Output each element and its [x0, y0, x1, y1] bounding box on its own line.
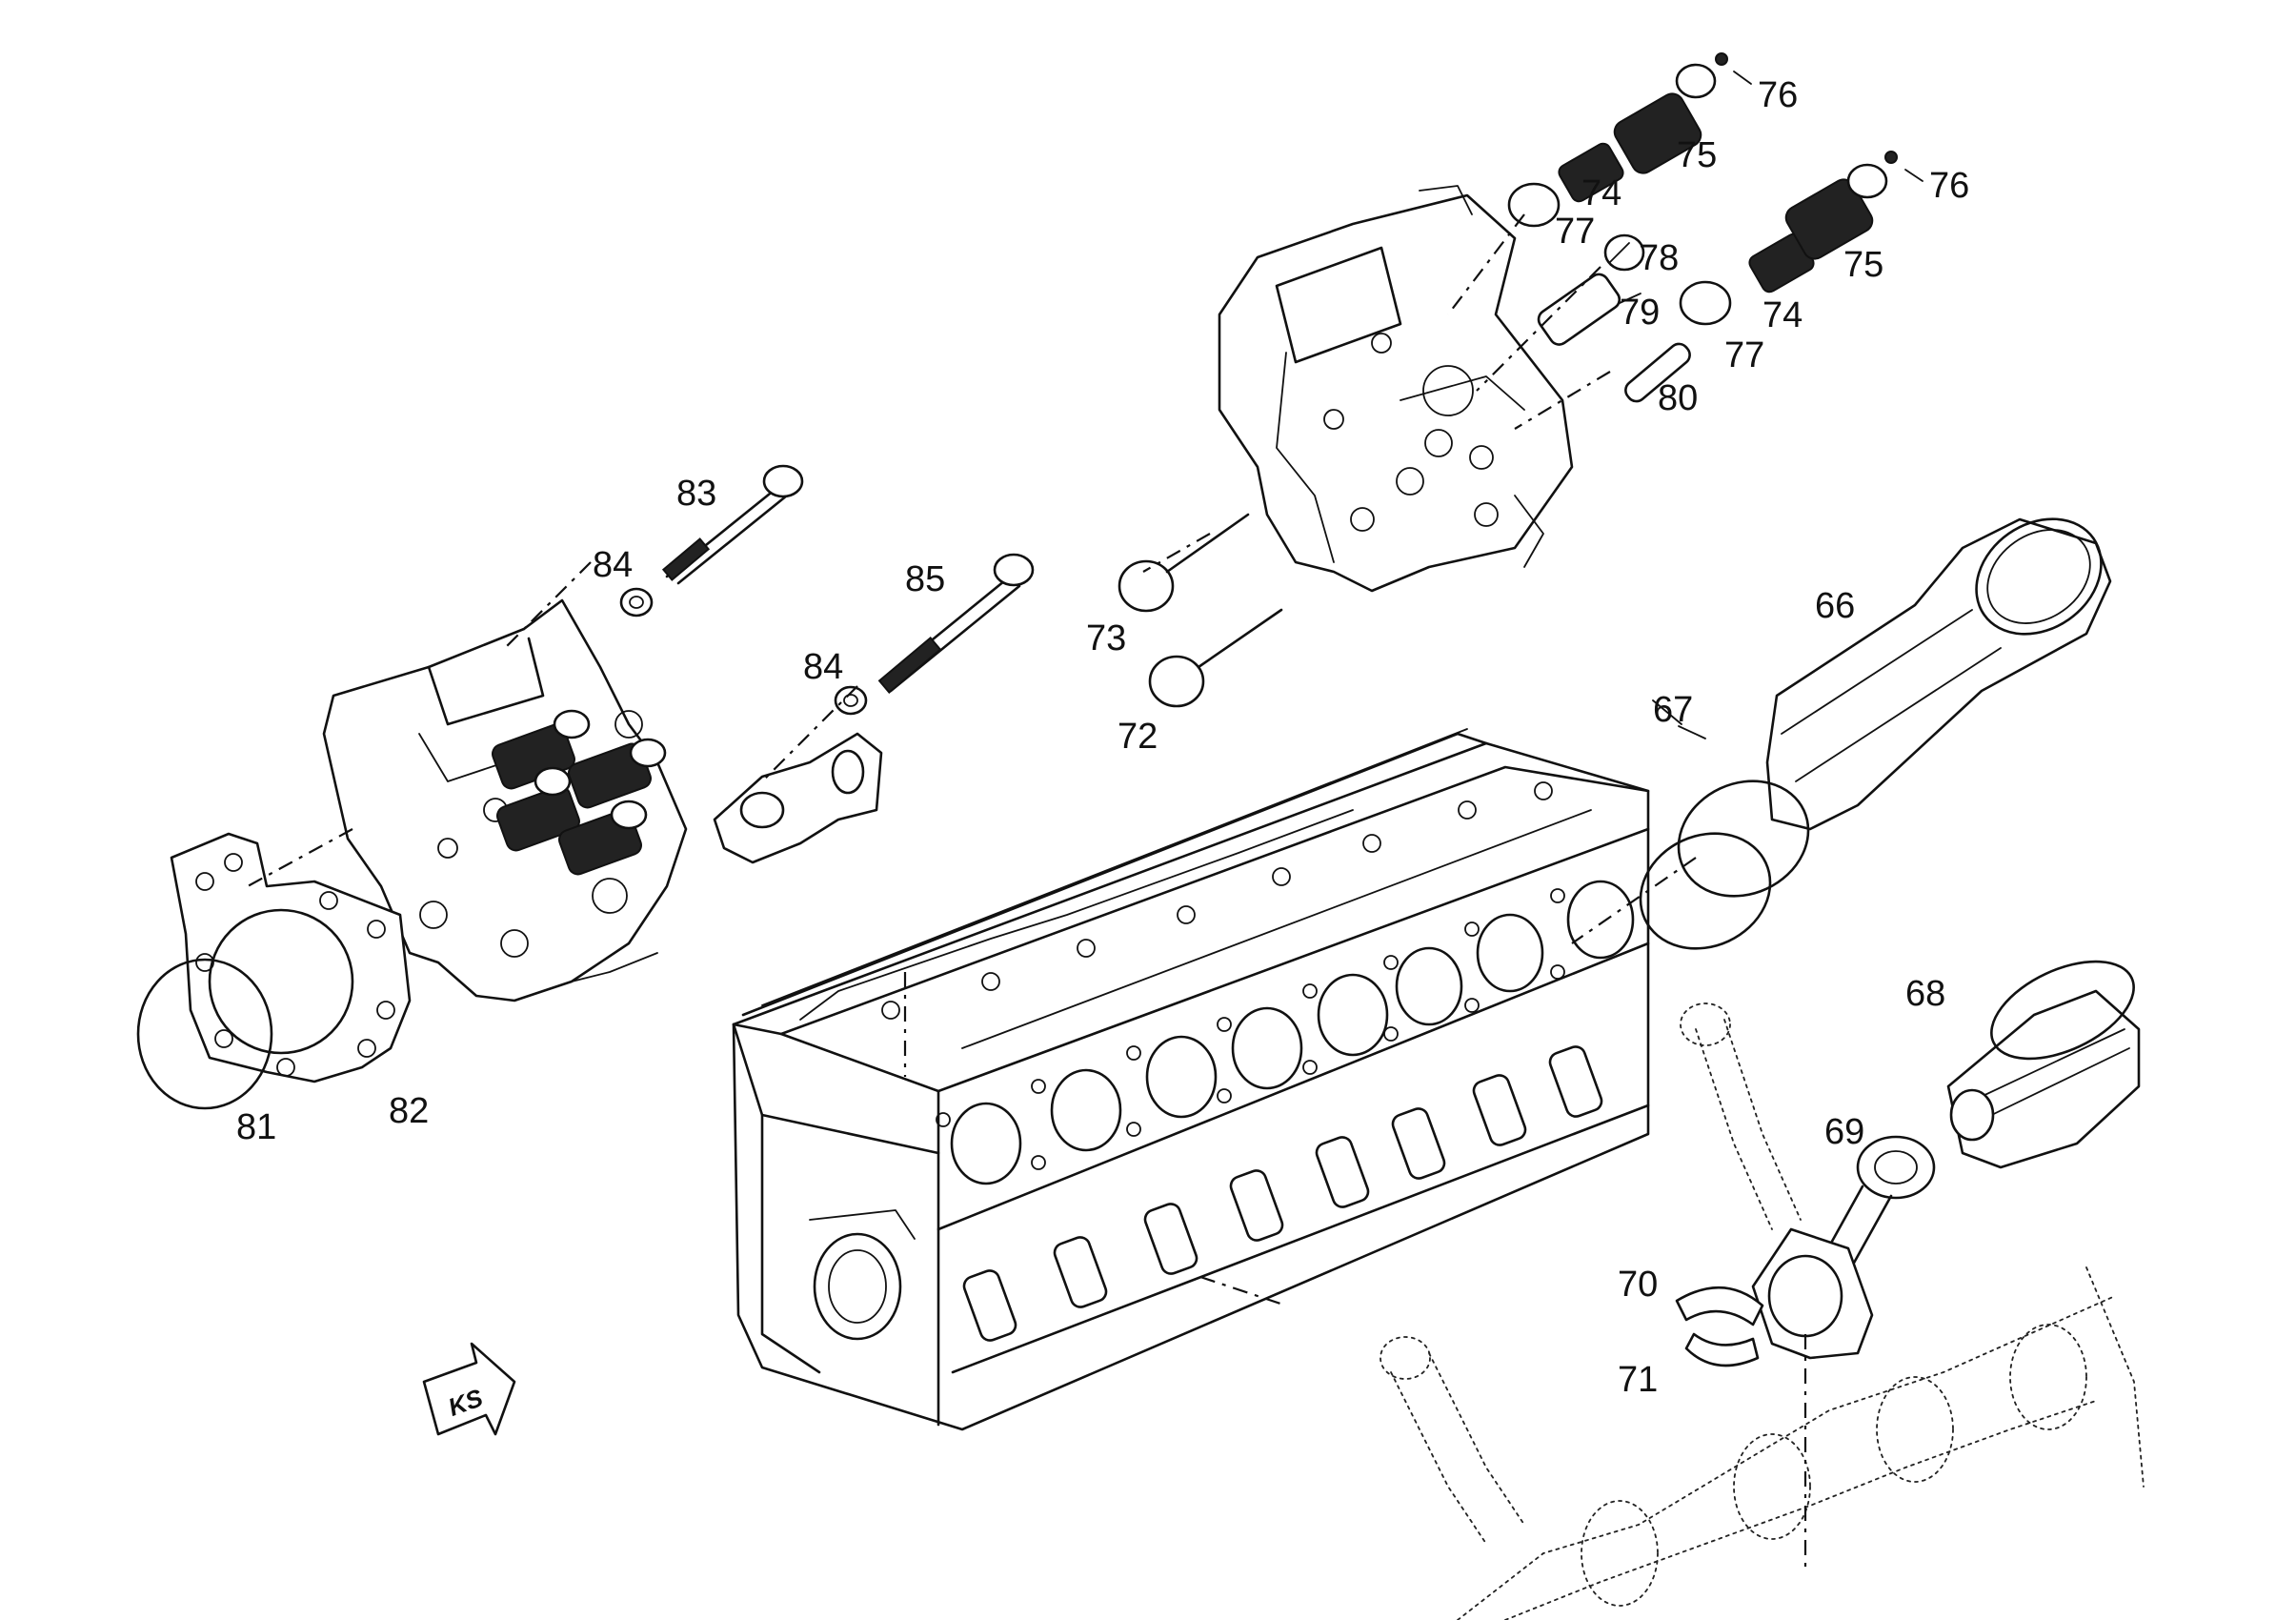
bolt-83 [661, 464, 804, 585]
callout-77: 77 [1555, 212, 1595, 252]
block-bore-row [950, 880, 1635, 1185]
valve-spring-group-upper [1507, 52, 1728, 228]
valve-spring-cluster [492, 709, 667, 876]
washer-84-upper [619, 587, 654, 618]
rocker-bracket [713, 732, 883, 864]
callout-84: 84 [803, 647, 843, 687]
callout-81: 81 [236, 1107, 276, 1147]
callout-71: 71 [1618, 1360, 1658, 1400]
o-ring-78 [1603, 233, 1645, 272]
callout-75: 75 [1843, 245, 1883, 285]
washer-84-lower [834, 685, 868, 716]
callout-labels: 76 75 74 77 78 79 76 75 74 77 80 83 84 8… [236, 75, 1969, 1400]
valve-guide-79 [1537, 273, 1621, 346]
ks-direction-logo: KS [422, 1342, 516, 1436]
callout-73: 73 [1086, 618, 1126, 658]
callout-72: 72 [1118, 717, 1158, 757]
bearing-shell-70 [1675, 1286, 1764, 1326]
cylinder-head-left [322, 598, 688, 1002]
valve-72 [1148, 608, 1283, 708]
callout-82: 82 [389, 1091, 429, 1131]
engine-block [732, 728, 1650, 1431]
callout-75: 75 [1677, 135, 1717, 175]
bearing-shell-71 [1684, 1332, 1760, 1367]
callout-77: 77 [1724, 335, 1764, 375]
block-side-windows [962, 1045, 1603, 1342]
callout-68: 68 [1905, 974, 1945, 1014]
callout-84: 84 [593, 545, 633, 585]
connecting-rod-69 [1751, 1135, 1936, 1360]
leader-lines [247, 71, 1923, 1572]
valve-guide-80 [1624, 342, 1691, 403]
seal-ring-67a [1677, 780, 1810, 898]
o-ring-81 [136, 958, 273, 1110]
callout-85: 85 [905, 559, 945, 599]
callout-69: 69 [1824, 1112, 1864, 1152]
callout-83: 83 [676, 474, 716, 514]
callout-76: 76 [1758, 75, 1798, 115]
callout-76: 76 [1929, 166, 1969, 206]
cylinder-liner-66 [1765, 517, 2112, 831]
valve-spring-group-lower [1679, 151, 1898, 326]
head-gasket [170, 832, 412, 1083]
callout-67: 67 [1653, 690, 1693, 730]
callout-70: 70 [1618, 1265, 1658, 1305]
callout-74: 74 [1762, 295, 1803, 335]
crankshaft-dotted [1380, 1002, 2145, 1620]
cylinder-head-right [1218, 185, 1574, 593]
seal-ring-67b [1639, 832, 1772, 950]
callout-66: 66 [1815, 586, 1855, 626]
callout-79: 79 [1620, 293, 1660, 333]
piston-68 [1946, 960, 2141, 1169]
callout-74: 74 [1581, 173, 1621, 213]
bolt-85 [877, 553, 1035, 695]
valve-73 [1118, 513, 1250, 613]
callout-80: 80 [1658, 378, 1698, 418]
callout-78: 78 [1639, 238, 1679, 278]
